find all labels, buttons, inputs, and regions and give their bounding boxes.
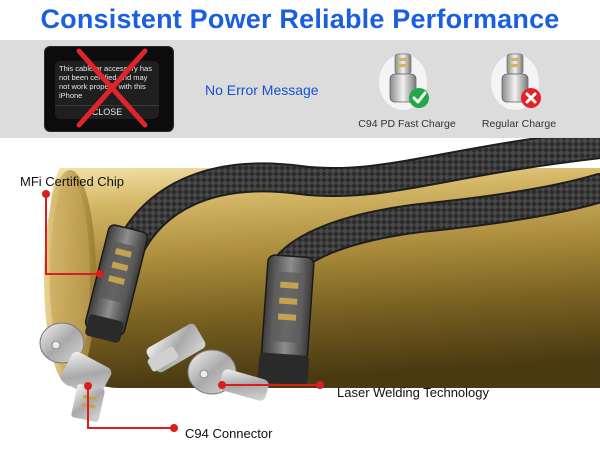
chip-callout-label: MFi Certified Chip [20,174,125,189]
no-error-text: No Error Message [205,82,319,98]
chip-callout-end-dot [96,270,104,278]
cable-illustration [39,138,600,432]
error-screen: This cable or accessory has not been cer… [44,46,174,132]
connector-callout-label: C94 Connector [185,426,273,441]
chip-callout-line [45,194,100,275]
fast-charge-connector-icon [379,53,429,110]
popup-divider [55,105,159,106]
connector-callout-dot [84,382,92,390]
welding-callout-end-dot [316,381,324,389]
welding-callout-dot [218,381,226,389]
headline-bar: Consistent Power Reliable Performance [0,0,600,40]
connector-callout-line [87,386,174,429]
chip-callout-dot [42,190,50,198]
check-icon [409,88,429,108]
fast-charge-label: C94 PD Fast Charge [358,118,456,130]
regular-charge-connector-icon [491,53,541,110]
comparison-panel: This cable or accessory has not been cer… [0,40,600,138]
connector-callout-end-dot [170,424,178,432]
regular-charge-label: Regular Charge [481,118,557,130]
product-photo: MFi Certified Chip Laser Welding Technol… [0,138,600,450]
cross-out-icon [76,48,148,128]
welding-callout-label: Laser Welding Technology [337,385,490,400]
popup-close-label: CLOSE [91,107,123,117]
page-title: Consistent Power Reliable Performance [40,4,560,34]
